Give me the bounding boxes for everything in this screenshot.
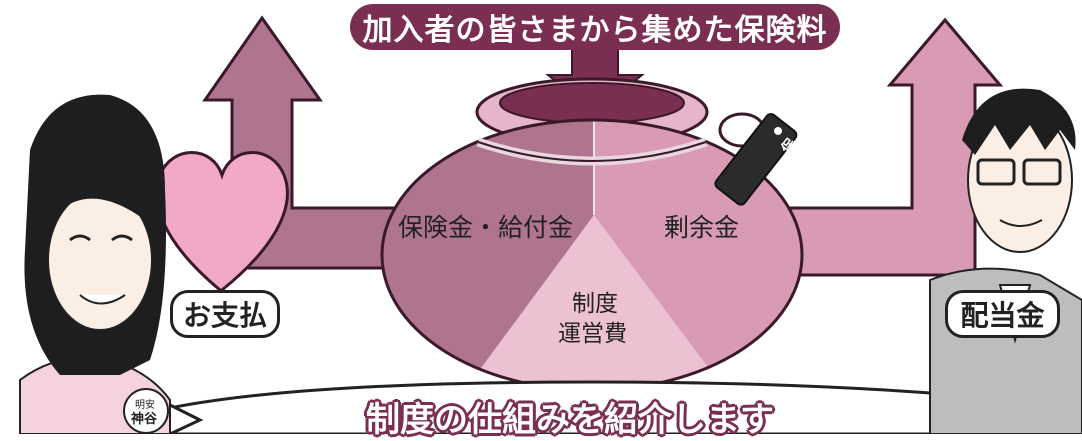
title-banner: 加入者の皆さまから集めた保険料	[350, 4, 840, 50]
pot-left-label: 保険金・給付金	[398, 213, 574, 242]
name-badge-line1: 明安	[135, 400, 155, 411]
right-flow-arrow	[788, 17, 1004, 277]
pot-opening	[499, 82, 685, 124]
woman-character	[19, 94, 171, 434]
name-badge-line2: 神谷	[131, 412, 158, 427]
pot-section-bottom	[450, 215, 740, 390]
pot-right-label: 剰余金	[664, 213, 740, 242]
pot-bottom-label-line2: 運営費	[558, 321, 627, 347]
name-badge	[123, 388, 169, 434]
bottom-caption: 制度の仕組みを紹介します	[366, 400, 774, 440]
pot-bottom-label-line1: 制度	[572, 291, 618, 317]
payout-label: お支払	[170, 290, 280, 338]
pot-tag	[714, 113, 798, 206]
dividend-label: 配当金	[945, 290, 1060, 338]
